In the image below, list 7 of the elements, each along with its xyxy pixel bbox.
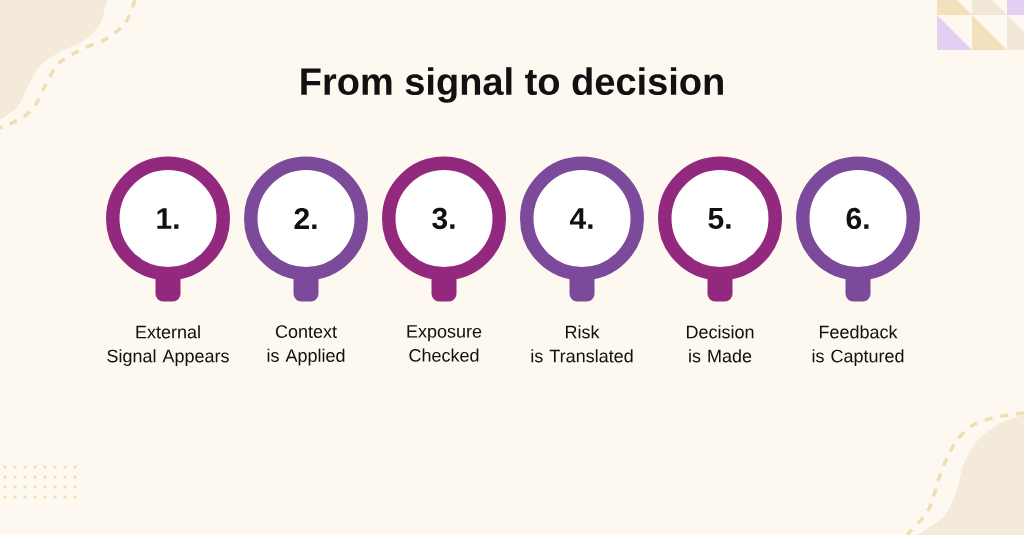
step-label: Feedback is Captured [812, 325, 904, 366]
step-label: Decision is Made [686, 325, 754, 363]
step-label: Context is Applied [267, 325, 345, 366]
step-label: External Signal Appears [107, 325, 229, 366]
title: From signal to decision [301, 67, 723, 103]
step-label: Risk is Translated [531, 325, 633, 363]
step-label: Exposure Checked [407, 325, 482, 362]
